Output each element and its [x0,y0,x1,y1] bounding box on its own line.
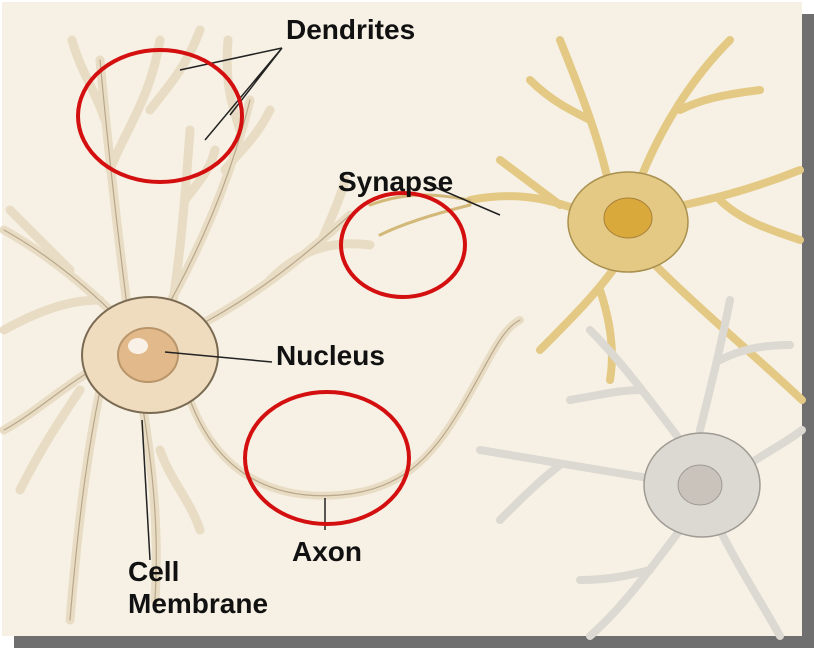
cell-membrane-label: Cell Membrane [128,556,268,620]
left-neuron-nucleus-highlight [128,338,148,354]
cell-membrane-label-line2: Membrane [128,588,268,620]
synapse-label: Synapse [338,166,453,198]
axon-label: Axon [292,536,362,568]
dendrites-label: Dendrites [286,14,415,46]
cell-membrane-label-line1: Cell [128,556,268,588]
right-bottom-neuron-nucleus [678,465,722,505]
left-neuron-nucleus [118,328,178,382]
nucleus-label: Nucleus [276,340,385,372]
right-top-neuron-nucleus [604,198,652,238]
